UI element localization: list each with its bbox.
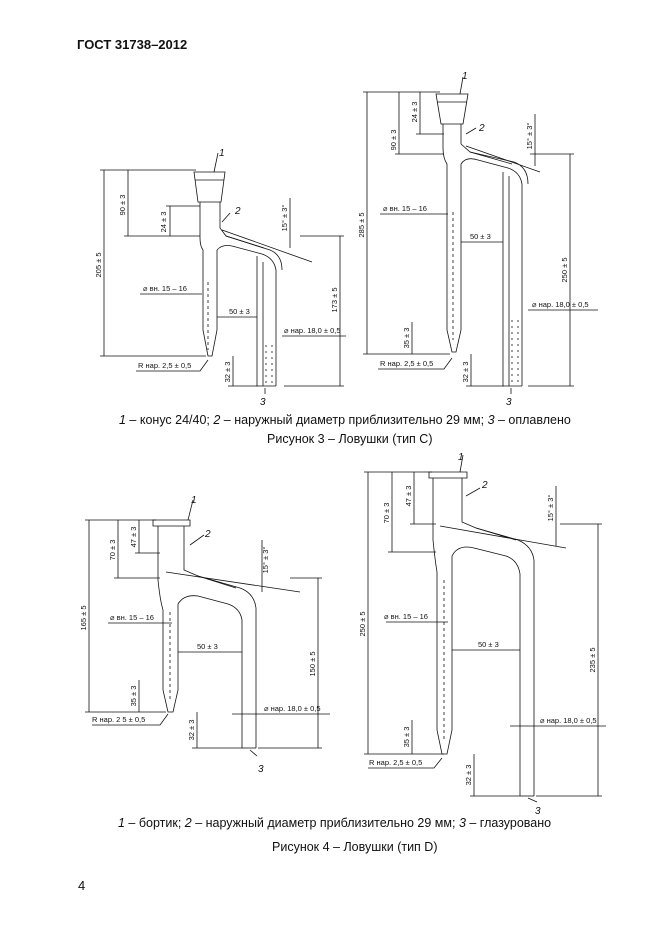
- fig3-right-dim-50: 50 ± 3: [470, 232, 491, 241]
- fig4-left-angle: 15° ± 3°: [261, 547, 270, 574]
- fig4-right-dim-235: 235 ± 5: [588, 648, 597, 673]
- page-number: 4: [78, 878, 86, 893]
- fig4-left-dim-35: 35 ± 3: [129, 686, 138, 707]
- fig4-right-dim-70: 70 ± 3: [382, 503, 391, 524]
- fig4-left-dim-150: 150 ± 5: [308, 652, 317, 677]
- fig4-right-dim-35: 35 ± 3: [402, 727, 411, 748]
- fig4-left-label-3: 3: [258, 764, 264, 775]
- figure4-title: Рисунок 4 – Ловушки (тип D): [272, 840, 438, 854]
- fig3-left-angle: 15° ± 3°: [280, 205, 289, 232]
- fig4-left-dim-70: 70 ± 3: [108, 540, 117, 561]
- fig3-right-dim-90: 90 ± 3: [389, 130, 398, 151]
- fig4-left-dim-50: 50 ± 3: [197, 642, 218, 651]
- fig4-right-label-3: 3: [535, 806, 541, 817]
- fig4-right-angle: 15° ± 3°: [546, 495, 555, 522]
- document-header: ГОСТ 31738–2012: [77, 37, 188, 52]
- fig3-right-label-1: 1: [462, 71, 468, 82]
- fig3-right-dim-35: 35 ± 3: [402, 328, 411, 349]
- fig3-left-dim-90: 90 ± 3: [118, 195, 127, 216]
- fig3-left-inner-diameter: ⌀ вн. 15 – 16: [143, 284, 187, 293]
- fig3-right-drawing: [363, 76, 598, 394]
- fig4-right-inner-diameter: ⌀ вн. 15 – 16: [384, 612, 428, 621]
- fig3-left-radius: R нар. 2,5 ± 0,5: [138, 361, 191, 370]
- fig4-left-outer-diameter: ⌀ нар. 18,0 ± 0,5: [264, 704, 321, 713]
- fig3-right-label-2: 2: [478, 123, 485, 134]
- fig3-left-drawing: [100, 152, 346, 394]
- fig3-right-dim-24: 24 ± 3: [410, 102, 419, 123]
- fig3-right-dim-250: 250 ± 5: [560, 258, 569, 283]
- fig3-left-dim-50: 50 ± 3: [229, 307, 250, 316]
- fig4-left-dim-165: 165 ± 5: [79, 606, 88, 631]
- fig3-left-dim-205: 205 ± 5: [94, 253, 103, 278]
- fig3-right-outer-diameter: ⌀ нар. 18,0 ± 0,5: [532, 300, 589, 309]
- fig4-left-inner-diameter: ⌀ вн. 15 – 16: [110, 613, 154, 622]
- fig3-left-label-2: 2: [234, 206, 241, 217]
- fig3-left-label-1: 1: [219, 148, 225, 159]
- fig4-left-drawing: [85, 499, 330, 757]
- fig3-right-label-3: 3: [506, 397, 512, 408]
- fig4-right-label-2: 2: [481, 480, 488, 491]
- fig4-right-dim-50: 50 ± 3: [478, 640, 499, 649]
- fig3-right-dim-285: 285 ± 5: [357, 213, 366, 238]
- fig3-left-dim-32: 32 ± 3: [223, 362, 232, 383]
- fig3-right-dim-32: 32 ± 3: [461, 362, 470, 383]
- fig3-left-outer-diameter: ⌀ нар. 18,0 ± 0,5: [284, 326, 341, 335]
- fig4-left-label-2: 2: [204, 529, 211, 540]
- fig3-right-angle: 15° ± 3°: [525, 123, 534, 150]
- fig4-right-dim-32: 32 ± 3: [464, 765, 473, 786]
- fig3-right-radius: R нар. 2,5 ± 0,5: [380, 359, 433, 368]
- fig4-right-drawing: [364, 454, 606, 803]
- fig4-left-radius: R нар. 2 5 ± 0,5: [92, 715, 145, 724]
- fig3-left-dim-24: 24 ± 3: [159, 212, 168, 233]
- fig3-right-inner-diameter: ⌀ вн. 15 – 16: [383, 204, 427, 213]
- fig4-left-dim-32: 32 ± 3: [187, 720, 196, 741]
- fig4-right-outer-diameter: ⌀ нар. 18,0 ± 0,5: [540, 716, 597, 725]
- fig4-right-dim-250: 250 ± 5: [358, 612, 367, 637]
- figure3-title: Рисунок 3 – Ловушки (тип С): [267, 432, 433, 446]
- figure3-caption: 1 – конус 24/40; 2 – наружный диаметр пр…: [119, 413, 571, 427]
- fig4-left-label-1: 1: [191, 495, 197, 506]
- fig3-left-label-3: 3: [260, 397, 266, 408]
- figure4-caption: 1 – бортик; 2 – наружный диаметр приблиз…: [118, 816, 552, 830]
- fig3-left-dim-173: 173 ± 5: [330, 288, 339, 313]
- fig4-right-radius: R нар. 2,5 ± 0,5: [369, 758, 422, 767]
- fig4-left-dim-47: 47 ± 3: [129, 527, 138, 548]
- fig4-right-label-1: 1: [458, 452, 464, 463]
- fig4-right-dim-47: 47 ± 3: [404, 486, 413, 507]
